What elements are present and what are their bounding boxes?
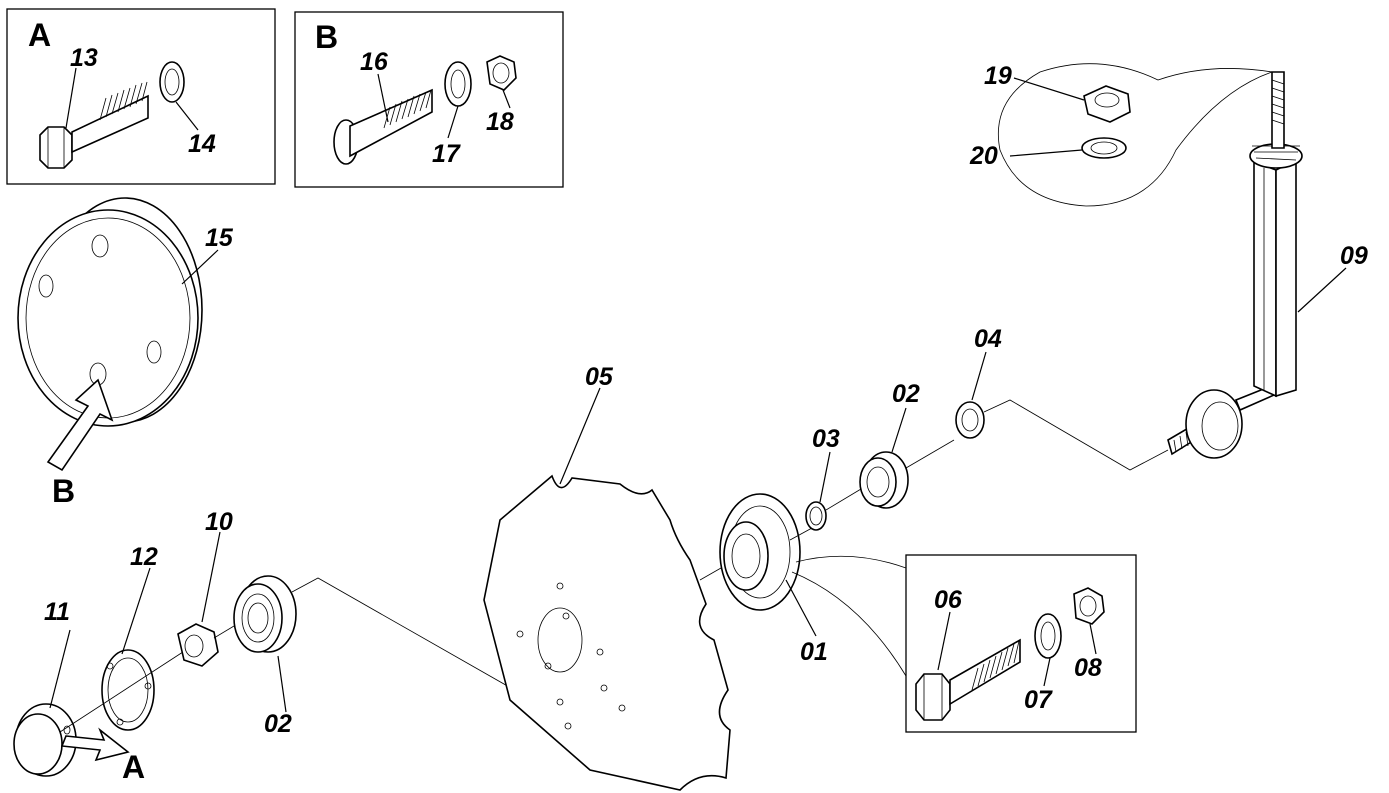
nut-10-icon [177,623,219,667]
inset-a: A 13 14 [6,8,276,185]
notched-disc-05-icon [483,474,731,791]
seal-04-icon [955,401,985,439]
label-07: 07 [1024,686,1053,714]
leader-12 [121,567,151,655]
inset-b-letter: B [315,19,338,55]
label-04: 04 [974,325,1002,353]
arrow-b-icon [46,378,114,472]
spindle-09-icon [1167,71,1303,459]
leader-14 [175,101,199,131]
detail-link-upper [795,555,907,569]
label-18: 18 [486,108,514,136]
label-01: 01 [800,638,828,666]
bolt-06-icon [915,638,1021,721]
bearing-02-bottom-icon [233,575,297,653]
detail-bubble-top [997,63,1273,207]
label-13: 13 [70,44,98,72]
inset-b: B 16 17 18 [294,11,564,188]
leader-07 [1043,657,1051,687]
leader-01 [785,579,817,637]
axis-line-left [59,649,187,733]
label-08: 08 [1074,654,1102,682]
label-12: 12 [130,543,158,571]
label-19: 19 [984,62,1012,90]
label-05: 05 [585,363,614,391]
leader-10 [201,531,221,623]
label-10: 10 [205,508,233,536]
cover-disc-15-icon [17,197,203,427]
axis-line-mid-3 [825,485,867,511]
washer-07-icon [1034,613,1062,659]
washer-14-icon [159,61,185,103]
label-06: 06 [934,586,963,614]
leader-15 [181,249,219,285]
leader-06 [937,611,951,671]
washer-20-icon [1081,137,1127,159]
leader-18 [502,89,511,109]
label-15: 15 [205,224,234,252]
leader-05 [559,387,601,485]
leader-08 [1089,623,1097,655]
leader-20 [1009,149,1083,157]
gasket-12-icon [101,649,155,731]
leader-19 [1013,77,1085,101]
leader-09 [1297,267,1347,313]
ring-03-icon [805,501,827,531]
label-02-top: 02 [892,380,920,408]
axis-jog-right [983,399,1169,471]
arrow-a-icon [60,727,130,762]
callout-a: A [122,749,145,785]
label-20: 20 [969,142,998,170]
label-03: 03 [812,425,840,453]
label-16: 16 [360,48,389,76]
bolt-13-icon [39,81,149,169]
leader-04 [971,351,987,401]
nut-19-icon [1083,85,1131,123]
axis-line-mid-4 [905,439,955,469]
label-02-bottom: 02 [264,710,292,738]
hub-01-icon [719,493,801,611]
label-11: 11 [44,598,70,626]
nut-08-icon [1073,587,1105,625]
label-14: 14 [188,130,216,158]
label-09: 09 [1340,242,1368,270]
label-17: 17 [432,140,461,168]
leader-02-top [891,407,907,453]
washer-17-icon [444,61,472,107]
nut-18-icon [486,55,517,91]
leader-02-bottom [277,655,287,713]
hub-cap-11-icon [13,703,77,777]
leader-16 [377,73,389,123]
leader-03 [819,451,831,503]
leader-17 [447,105,459,139]
leader-13 [65,67,77,129]
carriage-bolt-16-icon [333,88,433,165]
detail-link-lower [791,571,907,677]
callout-b: B [52,473,75,509]
leader-11 [49,629,71,709]
axis-line-mid-2 [789,527,813,541]
inset-a-letter: A [28,17,51,53]
bearing-02-top-icon [859,451,909,509]
